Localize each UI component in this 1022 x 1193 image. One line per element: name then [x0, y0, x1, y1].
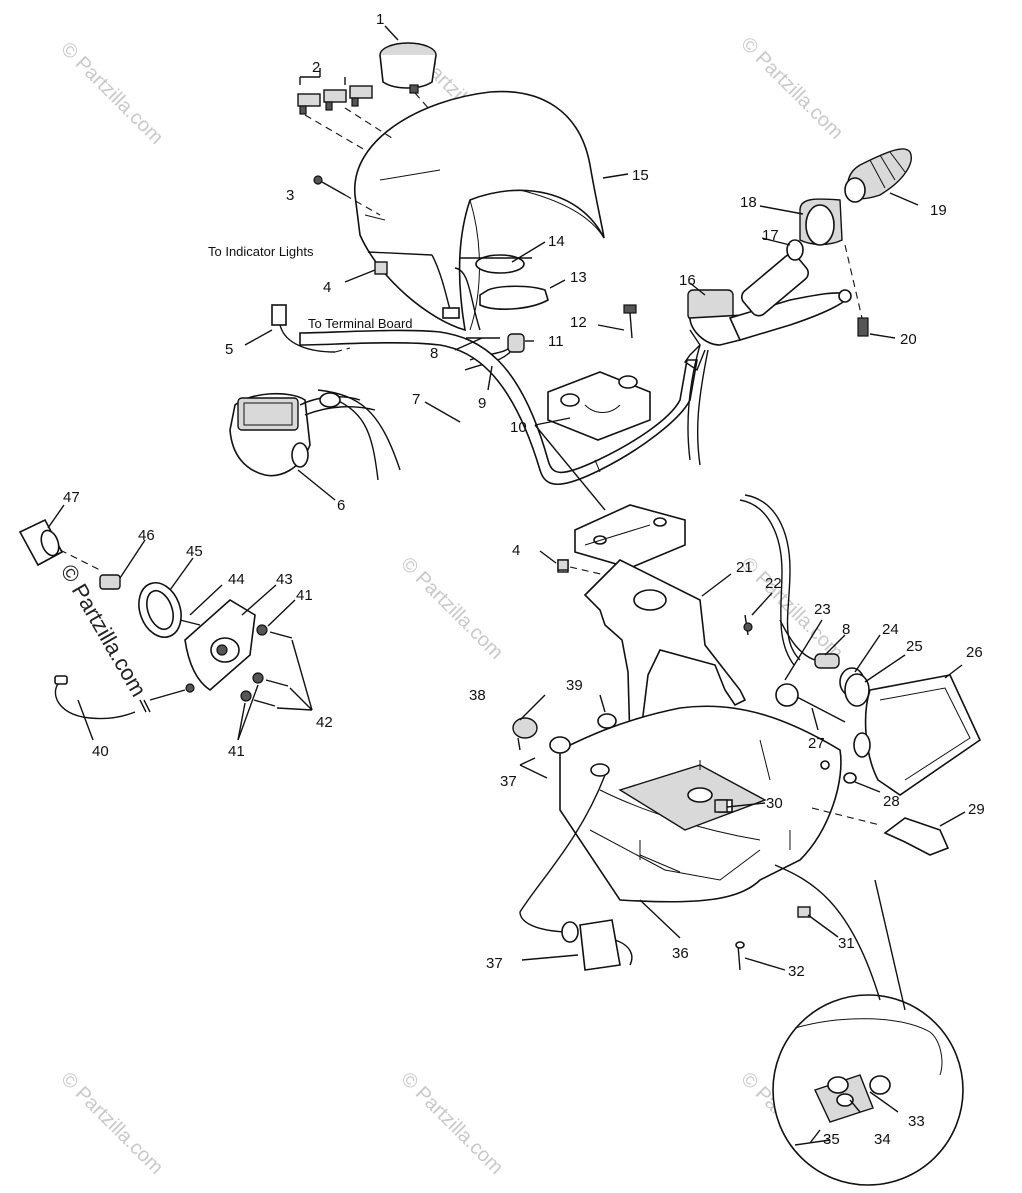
callout-39: 39: [566, 677, 583, 694]
detail-leader: [874, 879, 906, 1011]
callout-17: 17: [762, 227, 779, 244]
callout-16: 16: [679, 272, 696, 289]
left-switch-housing: [229, 389, 401, 481]
callout-4: 4: [323, 279, 331, 296]
watermark: © Partzilla.com: [56, 1068, 167, 1179]
handlebar-clamp-upper: [547, 371, 651, 441]
callout-46: 46: [138, 527, 155, 544]
watermark: © Partzilla.com: [396, 1068, 507, 1179]
callout-14: 14: [548, 233, 565, 250]
bar-end-assembly: [18, 518, 293, 720]
indicator-lights: [297, 85, 431, 151]
handlebar-clamp-lower: [574, 504, 686, 569]
callout-26: 26: [966, 644, 983, 661]
clip-4-lower: [557, 559, 569, 571]
callout-29: 29: [968, 801, 985, 818]
callout-6: 6: [337, 497, 345, 514]
callout-36: 36: [672, 945, 689, 962]
callout-33: 33: [908, 1113, 925, 1130]
callout-10: 10: [510, 419, 527, 436]
callout-24: 24: [882, 621, 899, 638]
callout-31: 31: [838, 935, 855, 952]
callout-32: 32: [788, 963, 805, 980]
watermark: © Partzilla.com: [396, 553, 507, 664]
watermark: © Partzilla.com: [56, 38, 167, 149]
callout-20: 20: [900, 331, 917, 348]
callout-15: 15: [632, 167, 649, 184]
callout-5: 5: [225, 341, 233, 358]
indicator-lights-note: To Indicator Lights: [208, 244, 314, 259]
cable: [744, 494, 801, 661]
bulb-retainer-rings: [475, 254, 566, 310]
callout-40: 40: [92, 743, 109, 760]
right-hand-controls: [684, 148, 912, 466]
callout-43: 43: [276, 571, 293, 588]
callout-18: 18: [740, 194, 757, 211]
callout-41: 41: [296, 587, 313, 604]
callout-45: 45: [186, 543, 203, 560]
callout-19: 19: [930, 202, 947, 219]
callout-22: 22: [765, 575, 782, 592]
headlamp-assembly: [775, 619, 982, 796]
headlight-wiring: [431, 254, 534, 371]
callout-41: 41: [228, 743, 245, 760]
callout-38: 38: [469, 687, 486, 704]
terminal-connector: [244, 304, 351, 353]
lower-dash-panel: [559, 705, 842, 903]
callout-21: 21: [736, 559, 753, 576]
detail-inset: [772, 994, 964, 1186]
callout-3: 3: [286, 187, 294, 204]
gauge: [379, 42, 437, 94]
callout-27: 27: [808, 735, 825, 752]
callout-42: 42: [316, 714, 333, 731]
callout-11: 11: [548, 333, 564, 350]
callout-7: 7: [412, 391, 420, 408]
callout-2: 2: [312, 59, 320, 76]
callout-1: 1: [376, 11, 384, 28]
screw-3: [313, 175, 381, 216]
callout-34: 34: [874, 1131, 891, 1148]
callout-8: 8: [430, 345, 438, 362]
callout-12: 12: [570, 314, 587, 331]
callout-numbers: 1 2 3 4 4 5 6 7 8 8 9 10 11 12 13 14 15 …: [63, 11, 985, 1148]
hardware-28-32: [714, 760, 950, 971]
notes: To Indicator Lights To Terminal Board: [208, 244, 433, 331]
callout-23: 23: [814, 601, 831, 618]
watermark: © Partzilla.com: [736, 33, 847, 144]
clip-4-top: [344, 261, 388, 283]
callout-13: 13: [570, 269, 587, 286]
headlight-pod: [354, 90, 605, 332]
detail-leader: [774, 864, 881, 1001]
clamp-leader-lines: [534, 417, 606, 511]
terminal-board-note: To Terminal Board: [308, 316, 413, 331]
leader-lines: [47, 25, 966, 1144]
callout-44: 44: [228, 571, 245, 588]
callout-4: 4: [512, 542, 520, 559]
callout-37: 37: [500, 773, 517, 790]
callout-47: 47: [63, 489, 80, 506]
callout-25: 25: [906, 638, 923, 655]
note-leader: [367, 251, 433, 256]
switch-parts: [512, 713, 633, 971]
callout-30: 30: [766, 795, 783, 812]
callout-9: 9: [478, 395, 486, 412]
callout-37: 37: [486, 955, 503, 972]
callout-28: 28: [883, 793, 900, 810]
cable: [739, 499, 795, 666]
callout-8: 8: [842, 621, 850, 638]
screw-12: [597, 304, 637, 339]
callout-35: 35: [823, 1131, 840, 1148]
